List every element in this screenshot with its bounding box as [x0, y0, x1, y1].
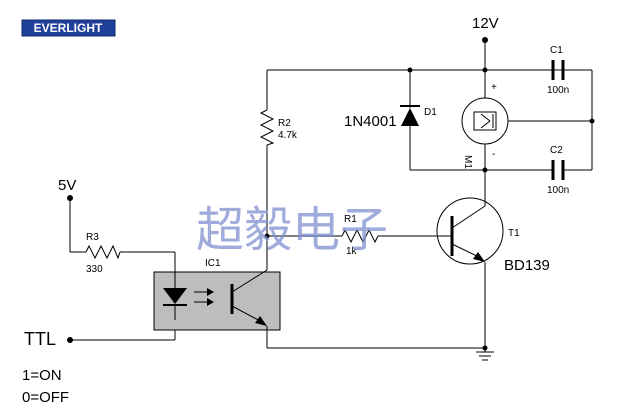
c2-value: 100n: [547, 185, 569, 196]
diode-d1: D1 1N4001: [344, 100, 437, 130]
ttl-input-terminal: [67, 337, 73, 343]
t1-ref: T1: [508, 228, 520, 239]
wires: [69, 40, 593, 352]
motor-plus-label: +: [491, 82, 497, 93]
r2-ref: R2: [278, 118, 291, 129]
optocoupler-ic1: IC1: [153, 258, 281, 331]
capacitor-c2: C2 100n: [547, 145, 569, 196]
c1-ref: C1: [550, 45, 563, 56]
ground-symbol: [476, 351, 494, 361]
note-off: 0=OFF: [22, 389, 69, 406]
supply-12v-label: 12V: [472, 15, 499, 32]
m1-ref: M1: [462, 155, 473, 169]
motor-m1: + - M1: [461, 82, 509, 169]
transistor-t1: T1 BD139: [436, 197, 550, 274]
c1-value: 100n: [547, 85, 569, 96]
supply-5v-terminal: [67, 195, 73, 201]
ic1-ref: IC1: [205, 258, 221, 269]
c2-ref: C2: [550, 145, 563, 156]
watermark-text: 超毅电子: [196, 202, 388, 258]
r2-value: 4.7k: [278, 130, 298, 141]
logo-text: EVERLIGHT: [34, 21, 103, 35]
r3-value: 330: [86, 264, 103, 275]
capacitor-c1: C1 100n: [547, 45, 569, 96]
junction-dots: [67, 37, 595, 351]
d1-ref: D1: [424, 107, 437, 118]
motor-minus-label: -: [492, 149, 495, 160]
r3-ref: R3: [86, 232, 99, 243]
ttl-label: TTL: [24, 329, 56, 349]
t1-part: BD139: [504, 257, 550, 274]
resistor-r2: R2 4.7k: [259, 109, 298, 146]
everlight-logo: EVERLIGHT: [21, 19, 116, 37]
d1-part: 1N4001: [344, 113, 397, 130]
r1-ref: R1: [344, 214, 357, 225]
note-on: 1=ON: [22, 367, 62, 384]
r1-value: 1k: [346, 246, 358, 257]
resistor-r3: R3 330: [85, 232, 121, 275]
supply-5v-label: 5V: [58, 177, 76, 194]
resistor-r1: R1 1k: [341, 214, 379, 257]
supply-12v-terminal: [482, 37, 488, 43]
